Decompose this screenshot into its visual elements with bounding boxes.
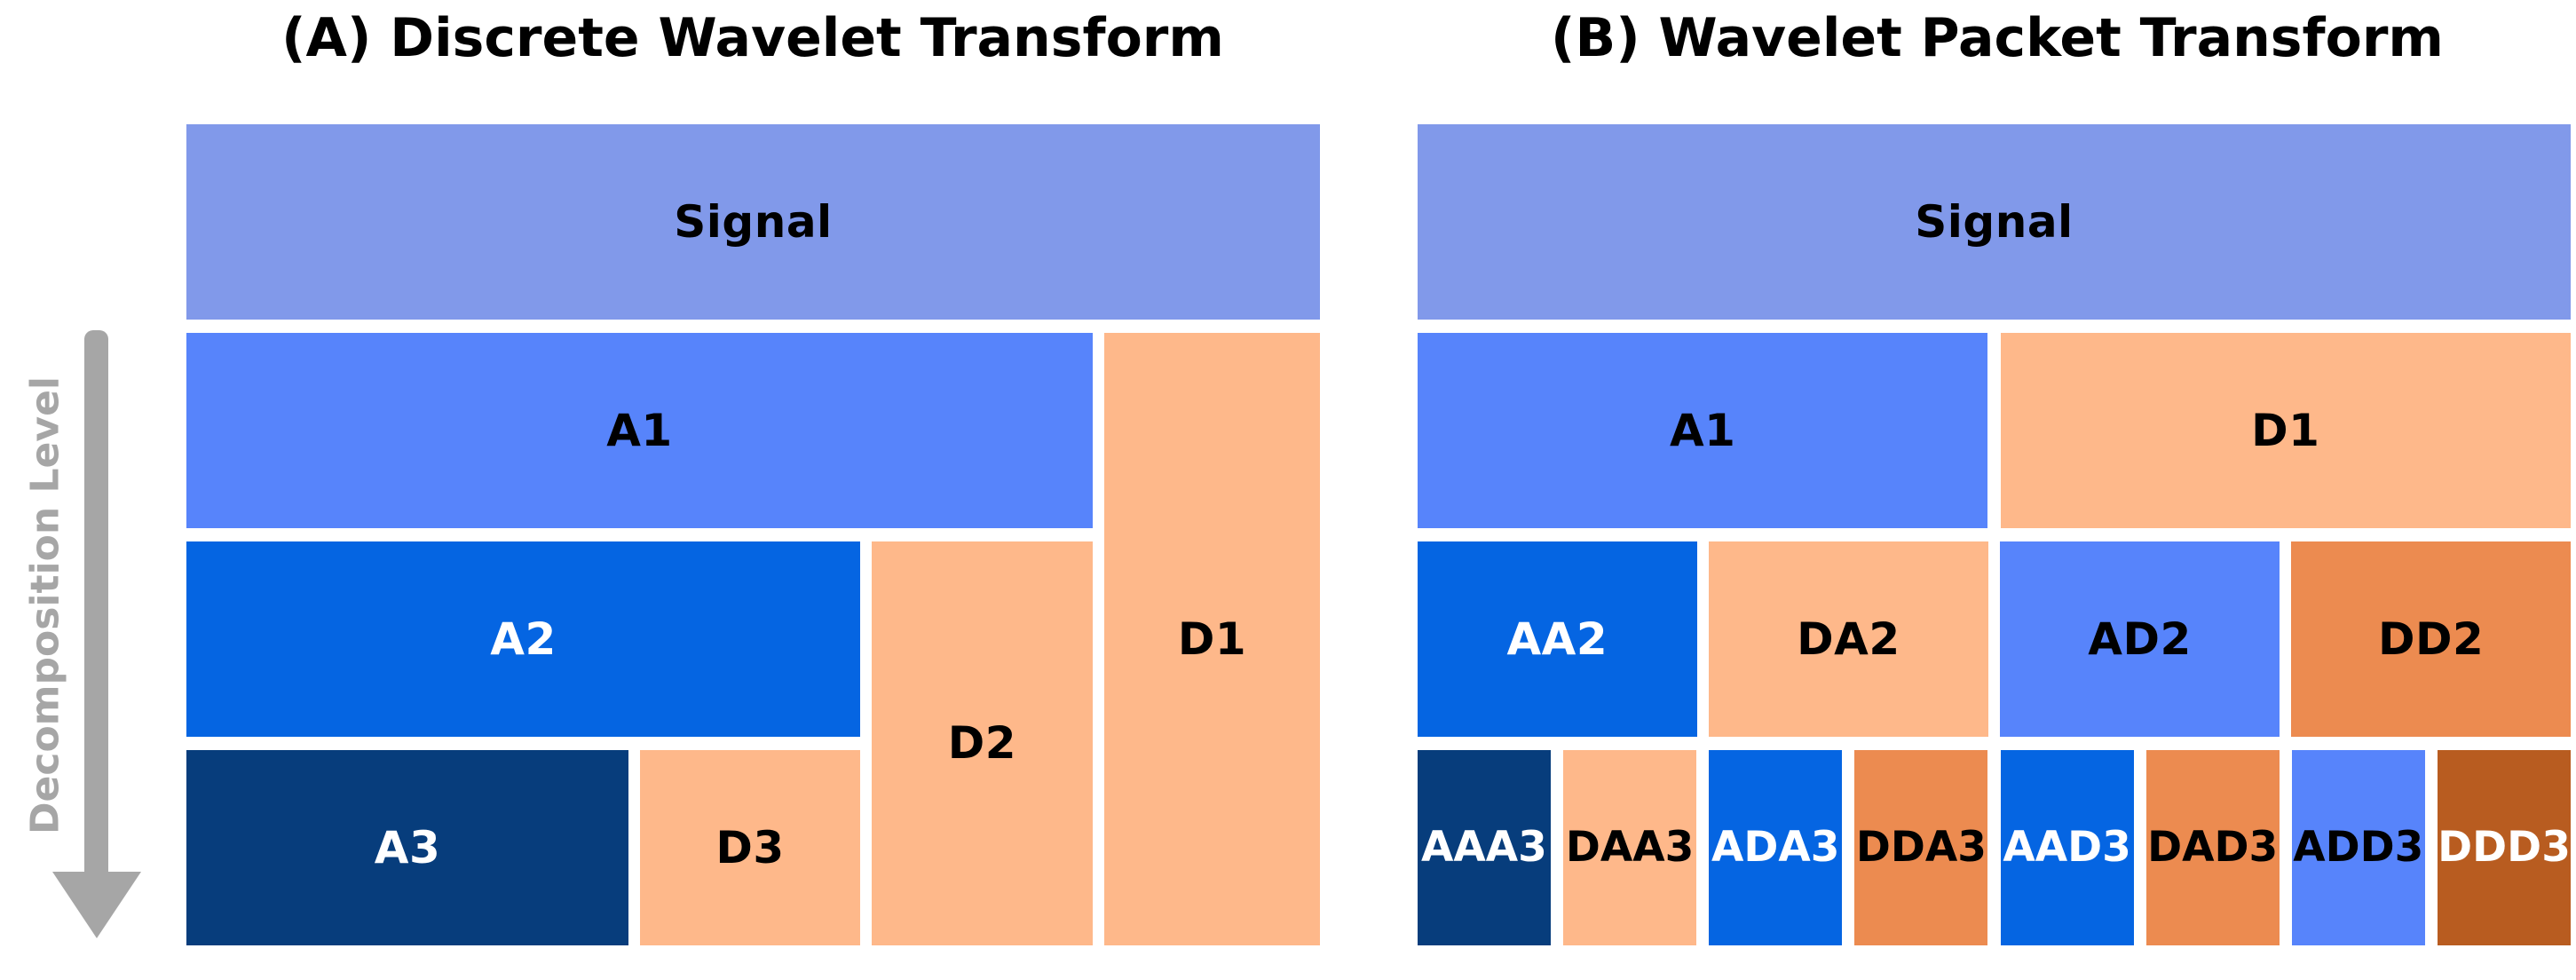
block-b-dad3: DAD3	[2145, 749, 2280, 945]
block-b-dda3: DDA3	[1854, 749, 1988, 945]
block-b-dd2: DD2	[2291, 541, 2571, 738]
block-b-d1: D1	[2000, 332, 2571, 529]
panel-a-title: (A) Discrete Wavelet Transform	[281, 7, 1224, 69]
panel-b-wpt: Signal A1 D1 AA2 DA2 AD2 DD2 AAA3 DAA3 A…	[1418, 124, 2571, 945]
block-b-aa2: AA2	[1418, 541, 1697, 738]
panel-b-title: (B) Wavelet Packet Transform	[1551, 7, 2444, 69]
block-b-ada3: ADA3	[1709, 749, 1843, 945]
block-b-aaa3: AAA3	[1418, 749, 1551, 945]
panel-a-dwt: Signal A1 D1 A2 D2 A3 D3	[186, 124, 1320, 945]
block-b-ad2: AD2	[2000, 541, 2280, 738]
block-a-a2: A2	[186, 541, 861, 738]
down-arrow-shaft	[84, 330, 108, 873]
block-b-aad3: AAD3	[2000, 749, 2134, 945]
block-b-ddd3: DDD3	[2438, 749, 2571, 945]
down-arrow-head-icon	[52, 872, 141, 938]
block-b-daa3: DAA3	[1563, 749, 1697, 945]
decomposition-level-label: Decomposition Level	[22, 376, 68, 834]
block-b-a1: A1	[1418, 332, 1988, 529]
block-a-d3: D3	[640, 749, 861, 945]
block-a-a3: A3	[186, 749, 629, 945]
block-a-signal: Signal	[186, 124, 1320, 320]
block-b-add3: ADD3	[2291, 749, 2425, 945]
block-a-a1: A1	[186, 332, 1093, 529]
block-a-d1: D1	[1103, 332, 1320, 945]
block-b-signal: Signal	[1418, 124, 2571, 320]
block-a-d2: D2	[871, 541, 1093, 945]
block-b-da2: DA2	[1709, 541, 1988, 738]
